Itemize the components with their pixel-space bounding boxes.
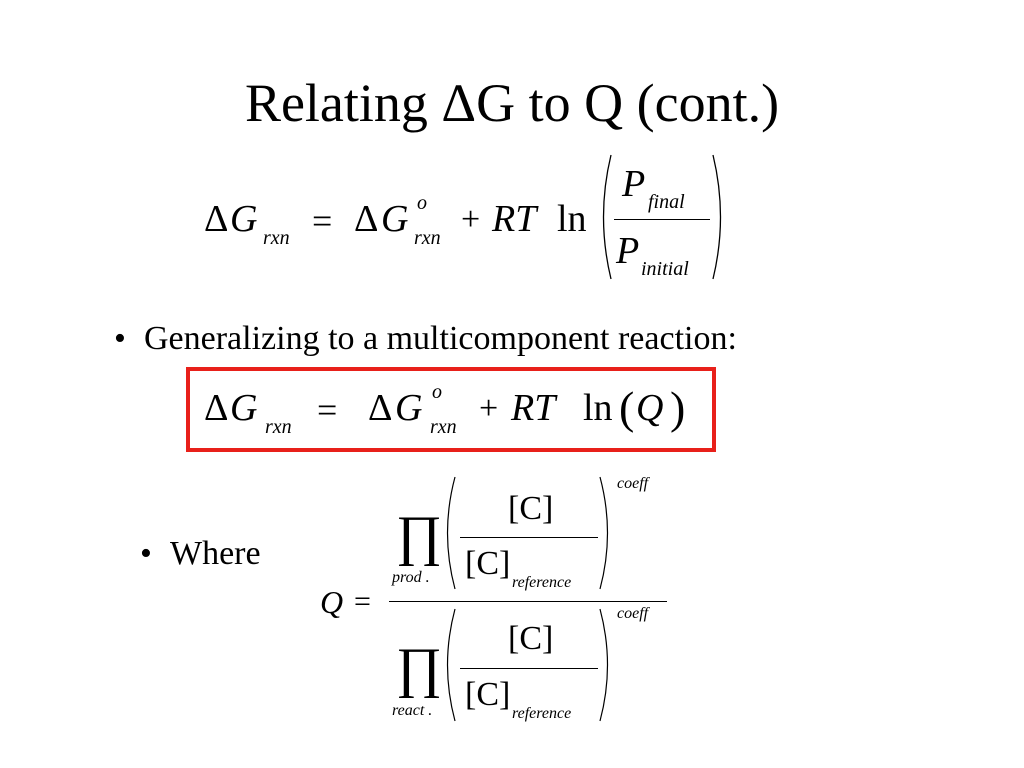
eq1-equals: = bbox=[312, 201, 333, 241]
eq2-open-paren: ( bbox=[619, 382, 635, 433]
eq3-Q: Q bbox=[320, 584, 344, 620]
eq1-delta: Δ bbox=[204, 198, 229, 240]
eq1-sub-rxn: rxn bbox=[263, 227, 290, 249]
eq2-delta: Δ bbox=[204, 387, 229, 429]
slide-title: Relating ΔG to Q (cont.) bbox=[244, 73, 780, 133]
bullet-generalizing: • Generalizing to a multicomponent reacti… bbox=[114, 322, 737, 356]
eq3-top-left-paren bbox=[446, 476, 456, 590]
eq2-equals: = bbox=[317, 390, 338, 430]
eq1-delta2: Δ bbox=[354, 198, 379, 240]
eq1-plus: + bbox=[461, 201, 481, 238]
eq1-sub-rxn2: rxn bbox=[414, 227, 441, 249]
eq1-right-paren bbox=[712, 154, 722, 280]
eq1-P-denominator: P bbox=[616, 230, 640, 272]
eq3-bottom-numerator: [C] bbox=[508, 620, 554, 657]
bullet-dot: • bbox=[140, 535, 152, 572]
eq3-top-sup-coeff: coeff bbox=[617, 475, 649, 492]
eq1-G2: G bbox=[381, 198, 409, 240]
bullet-where: • Where bbox=[140, 537, 261, 571]
eq3-bottom-right-paren bbox=[599, 608, 609, 722]
eq1-P-numerator: P bbox=[622, 163, 646, 205]
bullet-generalizing-text: Generalizing to a multicomponent reactio… bbox=[144, 320, 737, 357]
eq1-left-paren bbox=[602, 154, 612, 280]
eq3-bottom-sup-coeff: coeff bbox=[617, 605, 649, 622]
eq3-top-denominator: [C] bbox=[465, 545, 511, 582]
eq2-G: G bbox=[230, 387, 258, 429]
eq3-bottom-inner-bar bbox=[460, 668, 598, 669]
eq3-equals: = bbox=[354, 585, 371, 618]
eq3-product-symbol-bottom: ∏ bbox=[396, 637, 443, 699]
eq2-RT: RT bbox=[511, 387, 556, 429]
bullet-dot: • bbox=[114, 320, 126, 357]
eq2-sub-rxn: rxn bbox=[265, 416, 292, 438]
eq3-bottom-sub-reference: reference bbox=[512, 705, 572, 722]
eq3-bottom-left-paren bbox=[446, 608, 456, 722]
eq1-ln: ln bbox=[557, 198, 587, 240]
eq2-close-paren: ) bbox=[670, 382, 686, 433]
eq1-sub-final: final bbox=[648, 191, 685, 213]
eq1-G: G bbox=[230, 198, 258, 240]
eq3-sub-prod: prod . bbox=[392, 569, 430, 586]
eq3-top-sub-reference: reference bbox=[512, 574, 572, 591]
eq3-sub-react: react . bbox=[392, 702, 433, 719]
eq3-top-numerator: [C] bbox=[508, 490, 554, 527]
eq1-sub-initial: initial bbox=[641, 258, 689, 280]
eq3-top-right-paren bbox=[599, 476, 609, 590]
eq1-RT: RT bbox=[492, 198, 537, 240]
eq2-sup-o: o bbox=[432, 381, 442, 403]
eq2-delta2: Δ bbox=[368, 387, 393, 429]
highlight-box bbox=[186, 367, 716, 452]
eq3-main-fraction-bar bbox=[389, 601, 667, 602]
eq2-sub-rxn2: rxn bbox=[430, 416, 457, 438]
eq2-plus: + bbox=[479, 390, 499, 427]
eq1-sup-o: o bbox=[417, 192, 427, 214]
eq2-G2: G bbox=[395, 387, 423, 429]
eq3-bottom-denominator: [C] bbox=[465, 676, 511, 713]
eq3-top-inner-bar bbox=[460, 537, 598, 538]
eq1-fraction-bar bbox=[614, 219, 710, 220]
eq3-product-symbol-top: ∏ bbox=[396, 505, 443, 567]
eq2-Q: Q bbox=[636, 387, 664, 429]
bullet-where-text: Where bbox=[170, 535, 261, 572]
eq2-ln: ln bbox=[583, 387, 613, 429]
